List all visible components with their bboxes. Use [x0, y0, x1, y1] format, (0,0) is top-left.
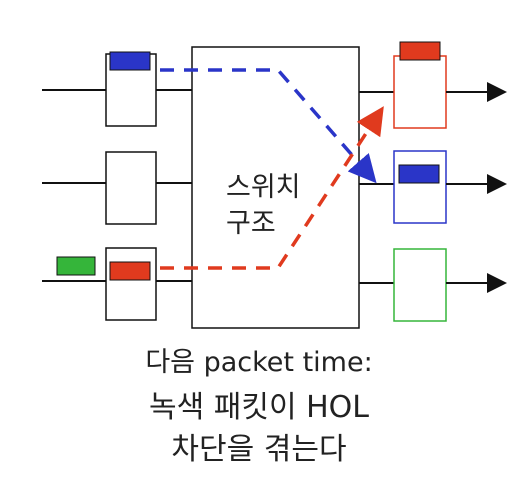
caption-line-1: 다음 packet time:	[145, 347, 373, 378]
caption-line-2: 녹색 패킷이 HOL	[149, 390, 369, 425]
red-packet-output	[399, 41, 441, 61]
blue-packet-input	[109, 51, 151, 71]
input-port-2	[105, 151, 157, 225]
switch-diagram: 스위치 구조	[42, 41, 507, 329]
output-port-3	[393, 248, 447, 322]
red-packet-path	[160, 106, 384, 270]
switch-fabric-label-1: 스위치	[226, 172, 301, 203]
input-port-3	[105, 247, 157, 321]
switch-fabric-label-2: 구조	[226, 208, 276, 239]
green-packet-blocked	[56, 256, 96, 276]
output-port-2	[393, 150, 447, 224]
blue-packet-output	[398, 164, 440, 184]
output-port-1	[393, 55, 447, 129]
caption-line-3: 차단을 겪는다	[171, 432, 347, 467]
red-packet-input	[109, 261, 151, 281]
switch-fabric	[191, 46, 360, 329]
